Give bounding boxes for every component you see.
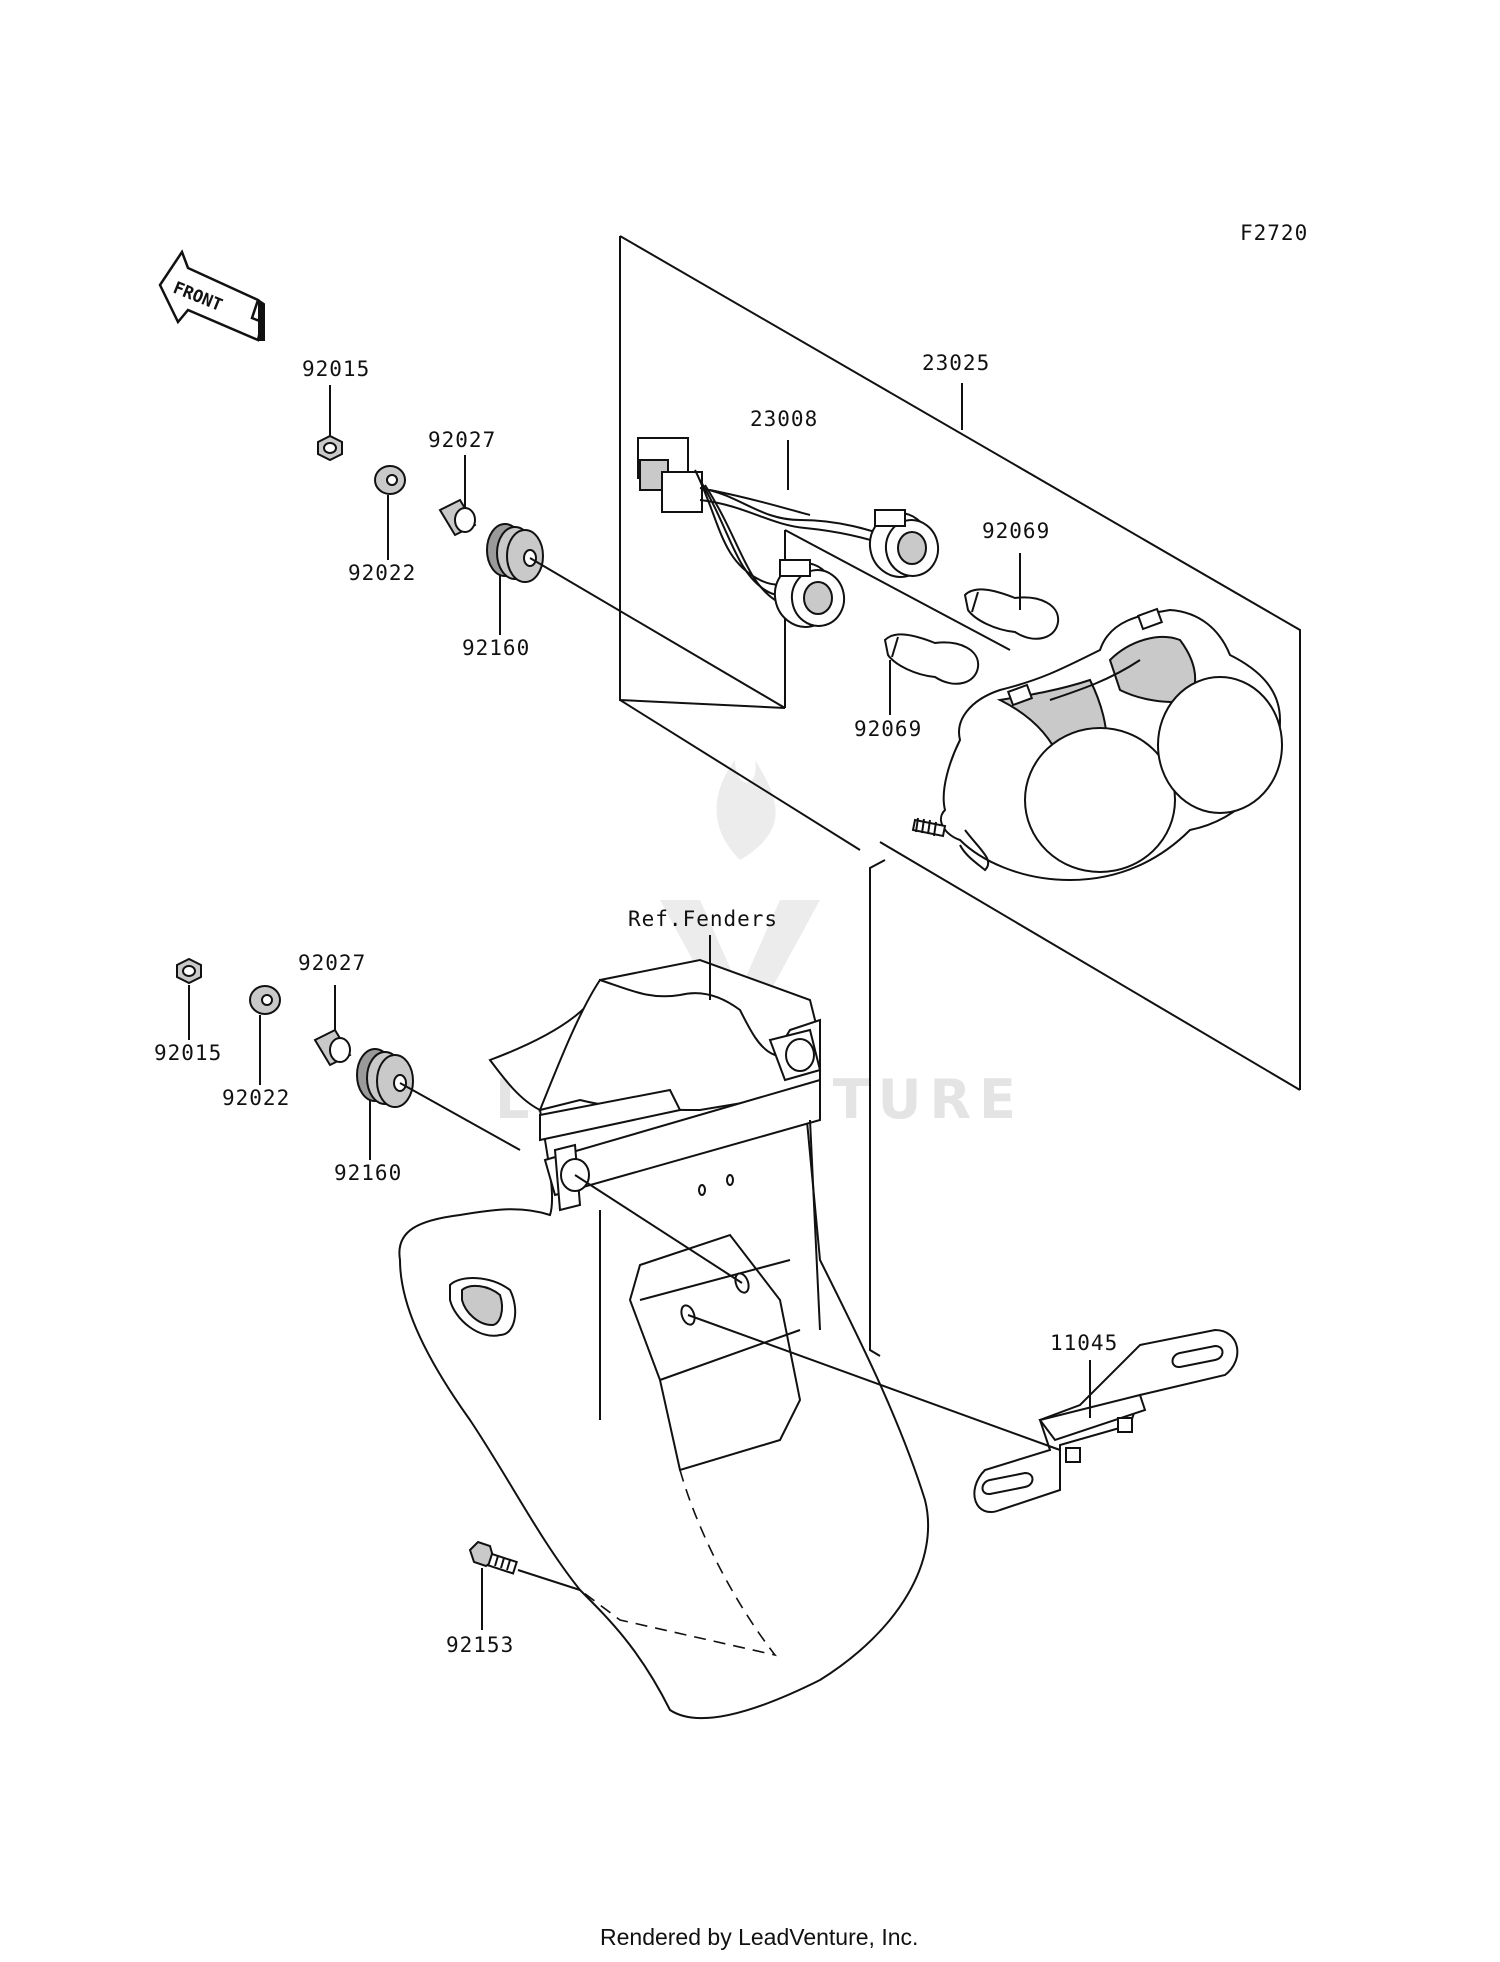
grommet-92160-lower — [356, 1048, 414, 1108]
label-92027-upper: 92027 — [428, 428, 496, 452]
label-ref-fenders: Ref.Fenders — [628, 907, 778, 931]
connection-lines — [399, 557, 1061, 1591]
washer-92022-upper — [374, 465, 406, 495]
wiring-harness — [637, 437, 940, 628]
label-92069-lower: 92069 — [854, 717, 922, 741]
nut-92015-upper — [317, 434, 343, 462]
label-11045: 11045 — [1050, 1331, 1118, 1355]
bolt-92153 — [468, 1540, 518, 1575]
label-23025: 23025 — [922, 351, 990, 375]
label-92015-upper: 92015 — [302, 357, 370, 381]
label-92160-lower: 92160 — [334, 1161, 402, 1185]
front-arrow-icon: FRONT — [158, 249, 265, 342]
label-23008: 23008 — [750, 407, 818, 431]
leader-lines — [188, 383, 1091, 1630]
bulb-lower — [883, 633, 980, 685]
diagram-code: F2720 — [1240, 221, 1308, 245]
label-92160-upper: 92160 — [462, 636, 530, 660]
label-92022-lower: 92022 — [222, 1086, 290, 1110]
rear-fender — [398, 958, 930, 1719]
label-92153: 92153 — [446, 1633, 514, 1657]
collar-92027-lower — [313, 1028, 352, 1067]
collar-92027-upper — [438, 498, 477, 537]
license-bracket — [973, 1328, 1239, 1513]
bulb-upper — [963, 588, 1060, 640]
label-92015-lower: 92015 — [154, 1041, 222, 1065]
nut-92015-lower — [176, 957, 202, 985]
part-labels: 92015 92027 92022 92160 23008 23025 9206… — [154, 351, 1118, 1657]
label-92027-lower: 92027 — [298, 951, 366, 975]
label-92069-upper: 92069 — [982, 519, 1050, 543]
washer-92022-lower — [249, 985, 281, 1015]
taillight-housing — [911, 607, 1283, 882]
footer-credit: Rendered by LeadVenture, Inc. — [600, 1924, 918, 1950]
label-92022-upper: 92022 — [348, 561, 416, 585]
grommet-92160-upper — [486, 523, 544, 583]
